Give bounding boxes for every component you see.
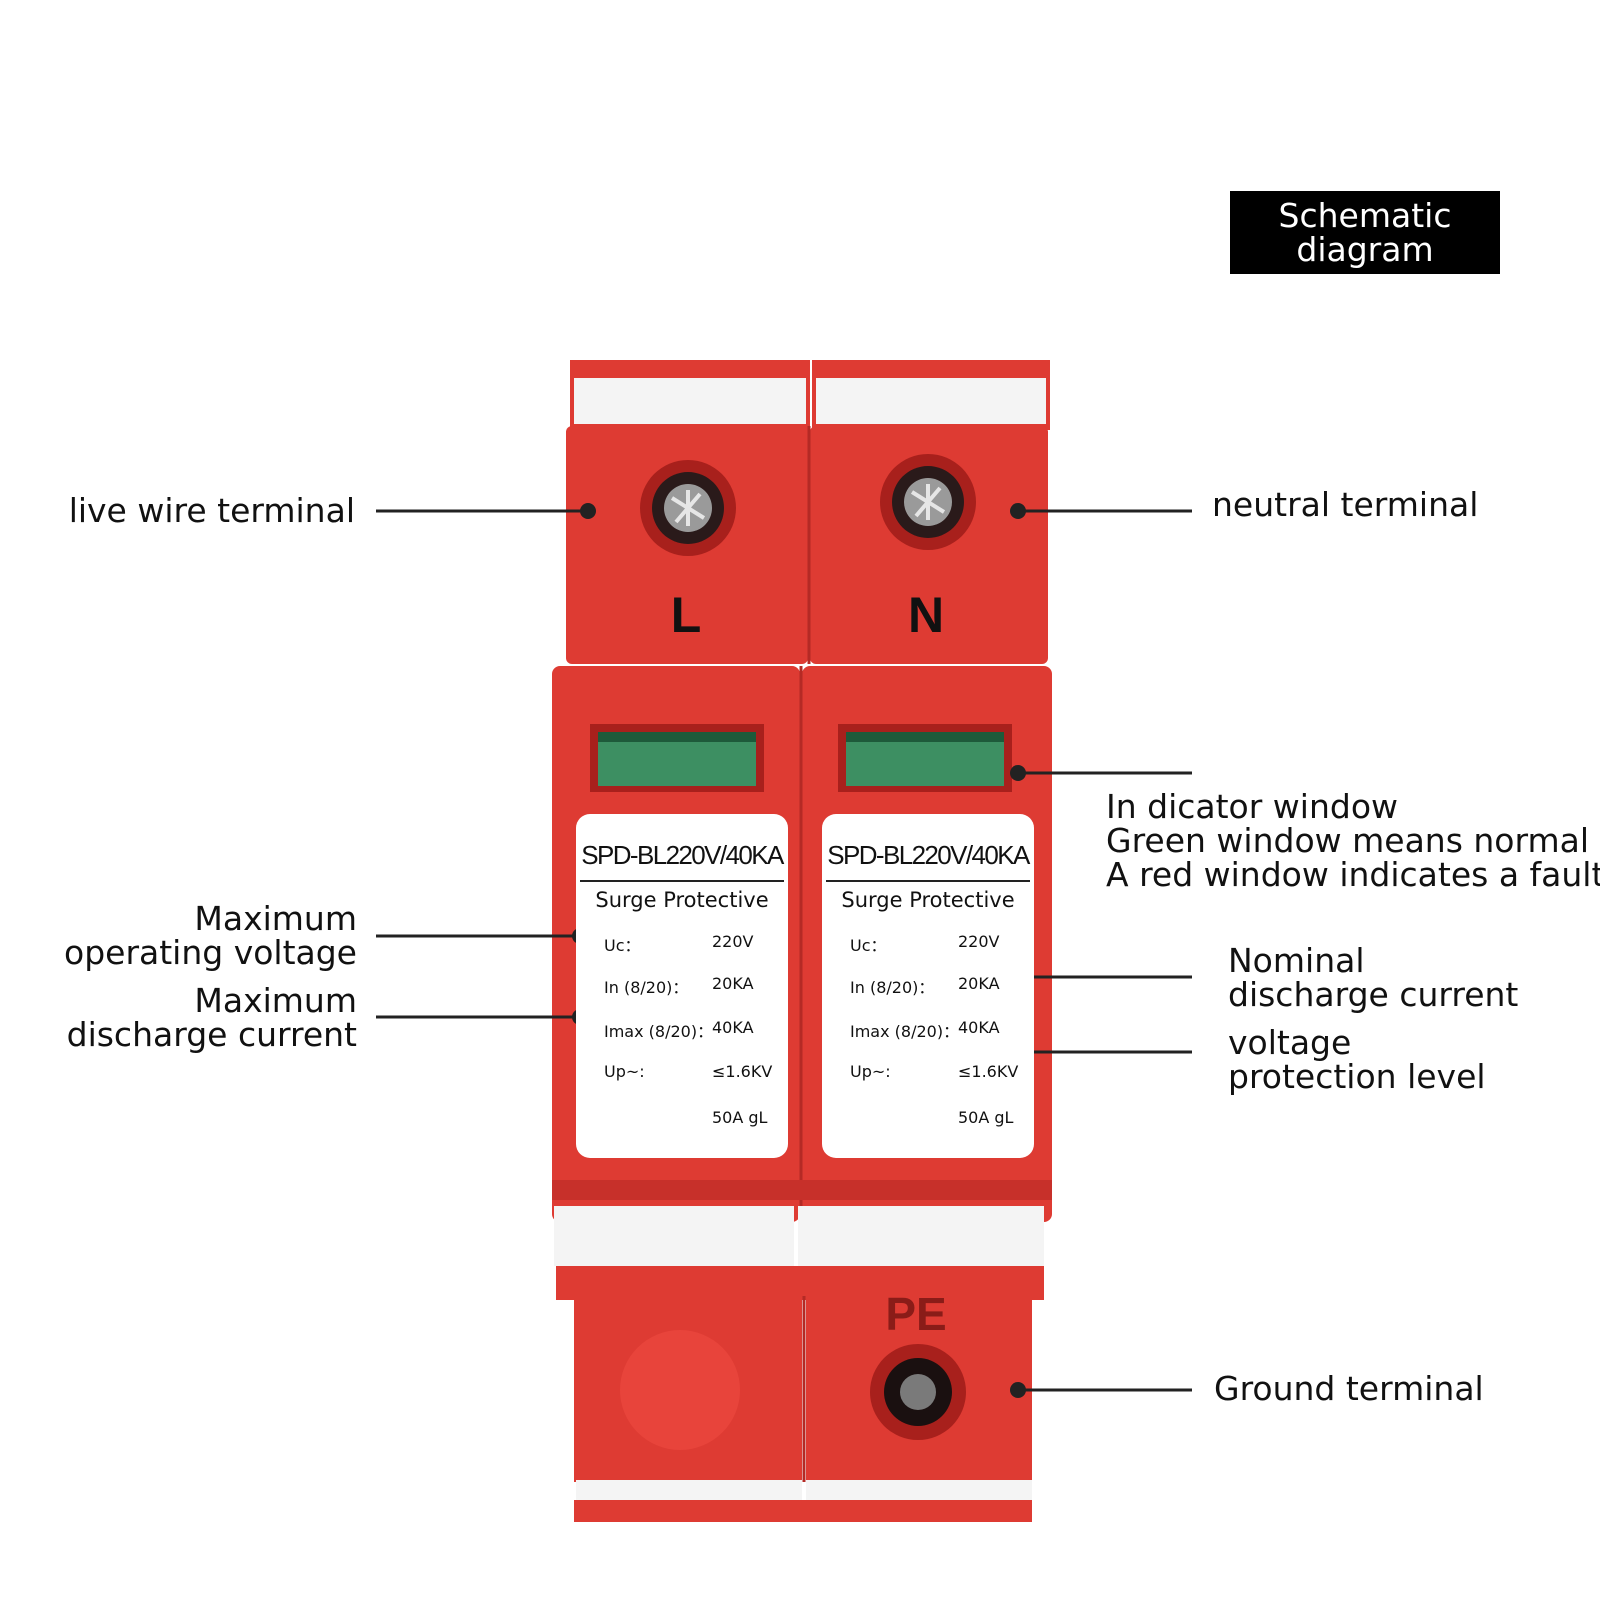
- callout-line-1: In dicator window: [1106, 787, 1399, 826]
- callout-nominal-discharge-current: Nominal discharge current: [1228, 944, 1518, 1012]
- label-value-up: ≤1.6KV: [958, 1062, 1019, 1081]
- label-value-in: 20KA: [712, 974, 754, 993]
- callout-line-2: discharge current: [66, 1015, 357, 1054]
- model-number: SPD-BL220V/40KA: [580, 840, 784, 882]
- neutral-terminal-letter: N: [908, 587, 944, 643]
- callout-voltage-protection-level: voltage protection level: [1228, 1026, 1486, 1094]
- callout-line-2: operating voltage: [64, 933, 357, 972]
- label-key-up: Up~:: [850, 1062, 891, 1081]
- label-value-up: ≤1.6KV: [712, 1062, 773, 1081]
- label-key-up: Up~:: [604, 1062, 645, 1081]
- callout-line-1: Maximum: [194, 899, 357, 938]
- live-terminal-letter: L: [671, 587, 702, 643]
- right-white-band: [798, 1206, 1044, 1266]
- left-white-band: [554, 1206, 794, 1266]
- ground-terminal-letters: PE: [885, 1288, 946, 1340]
- label-value-uc: 220V: [712, 932, 754, 951]
- callout-text: neutral terminal: [1212, 485, 1479, 524]
- callout-max-discharge-current: Maximum discharge current: [67, 984, 357, 1052]
- right-top-strip: [816, 378, 1046, 424]
- label-subtitle: Surge Protective: [841, 888, 1015, 912]
- badge-line-2: diagram: [1296, 229, 1434, 269]
- callout-line-1: voltage: [1228, 1023, 1352, 1062]
- schematic-diagram-badge: Schematic diagram: [1230, 191, 1500, 274]
- label-key-in: In (8/20)：: [604, 978, 689, 997]
- label-key-imax: Imax (8/20)：: [850, 1022, 960, 1041]
- label-value-fuse: 50A gL: [712, 1108, 768, 1127]
- callout-line-2: discharge current: [1228, 975, 1519, 1014]
- callout-leader-lines: [376, 509, 1192, 1392]
- callout-text: live wire terminal: [68, 491, 355, 530]
- callout-line-2: protection level: [1228, 1057, 1486, 1096]
- callout-line-3: A red window indicates a fault: [1106, 855, 1600, 894]
- label-value-imax: 40KA: [712, 1018, 754, 1037]
- callout-line-1: Nominal: [1228, 941, 1365, 980]
- callout-max-operating-voltage: Maximum operating voltage: [64, 902, 357, 970]
- badge-line-1: Schematic: [1278, 195, 1452, 235]
- label-key-in: In (8/20)：: [850, 978, 935, 997]
- label-key-imax: Imax (8/20)：: [604, 1022, 714, 1041]
- label-key-uc: Uc：: [604, 936, 641, 955]
- label-value-in: 20KA: [958, 974, 1000, 993]
- callout-line-1: Maximum: [194, 981, 357, 1020]
- callout-neutral-terminal: neutral terminal: [1212, 488, 1478, 522]
- callout-live-wire-terminal: live wire terminal: [69, 494, 355, 528]
- callout-ground-terminal: Ground terminal: [1214, 1372, 1484, 1406]
- callout-text: Ground terminal: [1214, 1369, 1484, 1408]
- label-value-fuse: 50A gL: [958, 1108, 1014, 1127]
- label-subtitle: Surge Protective: [595, 888, 769, 912]
- callout-indicator-window: In dicator window Green window means nor…: [1106, 790, 1600, 892]
- label-key-uc: Uc：: [850, 936, 887, 955]
- model-number: SPD-BL220V/40KA: [826, 840, 1030, 882]
- label-value-uc: 220V: [958, 932, 1000, 951]
- callout-line-2: Green window means normal: [1106, 821, 1590, 860]
- left-top-strip: [574, 378, 806, 424]
- right-rating-label: SPD-BL220V/40KA Surge Protective Uc： 220…: [822, 814, 1034, 1158]
- label-value-imax: 40KA: [958, 1018, 1000, 1037]
- left-rating-label: SPD-BL220V/40KA Surge Protective Uc： 220…: [576, 814, 788, 1158]
- blank-cap-icon: [620, 1330, 740, 1450]
